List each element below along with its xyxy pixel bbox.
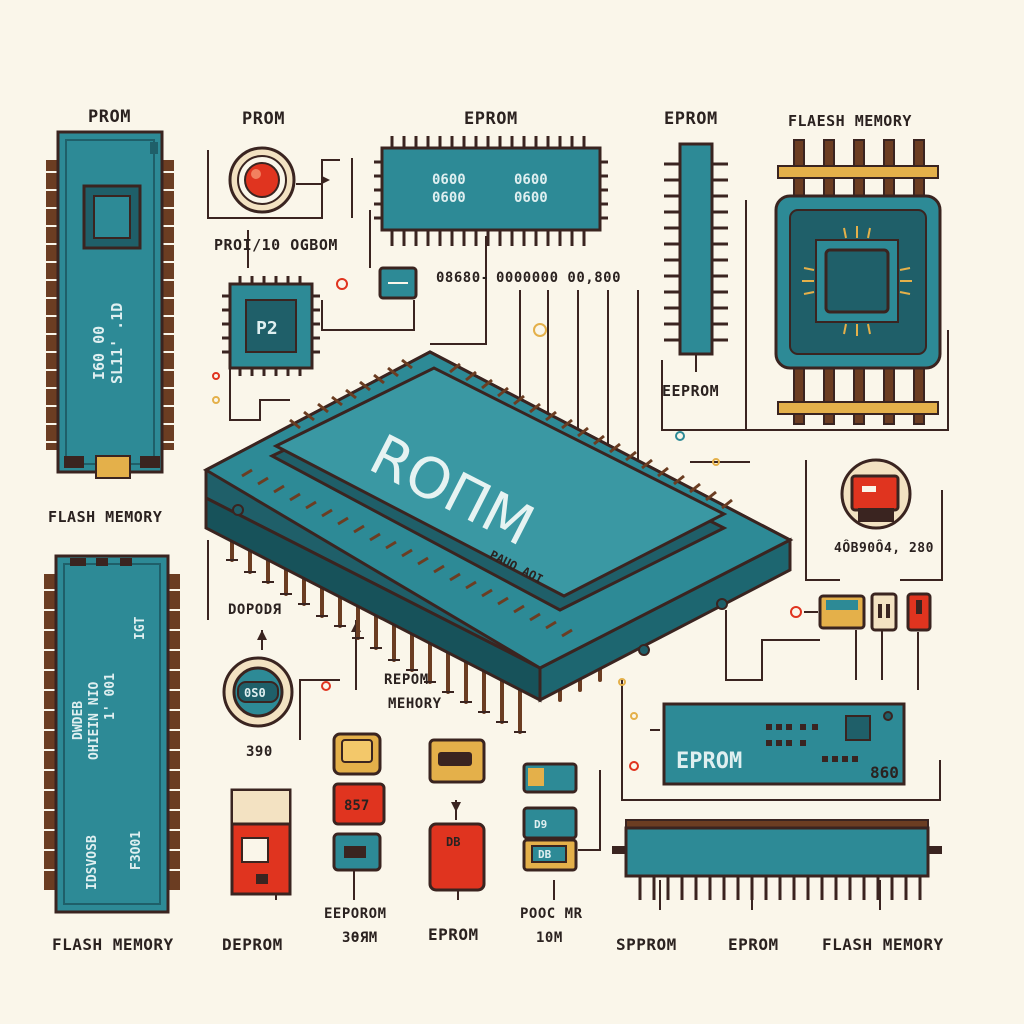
left-bottom-text-4: IDSVOSB [85, 835, 100, 890]
connection-wires [207, 150, 949, 910]
flash-memory-chip-left-top: I60 00 SL11' .1D [46, 130, 174, 479]
left-bottom-text-5: F3O01 [129, 831, 144, 870]
label-flash-left-mid: FLASH MEMORY [48, 508, 162, 526]
eprom-board-label: EPROM [676, 749, 742, 774]
red-small-c: D9 [534, 818, 547, 831]
label-flash-bottom-left: FLASH MEMORY [52, 935, 174, 954]
left-bottom-text-1: DWDEB [71, 701, 86, 740]
label-390: 390 [246, 744, 273, 760]
label-eprom-top: EPROM [464, 109, 518, 129]
round-button-component: 0S0 [222, 656, 294, 728]
eprom-chip-top: 0600 0600 0600 0600 [374, 136, 608, 246]
left-chip-text-2: SL11' .1D [108, 303, 126, 384]
component-stack-2: DB [428, 738, 486, 892]
label-eprom-bottom-right: EPROM [728, 935, 779, 954]
label-eeprom-bottom-2: ЗӨЯM [342, 930, 378, 946]
node-dots [212, 278, 802, 771]
left-bottom-text-3: 1' 001 [103, 673, 118, 720]
eprom-board: EPROM 860 [662, 702, 906, 786]
red-small-b: DB [446, 835, 460, 849]
left-chip-text-1: I60 00 [90, 326, 108, 380]
red-small-a: 857 [344, 798, 369, 814]
label-pooc-2: 10M [536, 930, 563, 946]
label-spprom: SPPROM [616, 935, 677, 954]
label-eeprom-bottom-1: EEPOROM [324, 906, 387, 922]
deprom-component [230, 788, 292, 896]
left-bottom-text-2: OHIEIN NIO [87, 682, 102, 760]
top-chip-code-1a: 0600 [432, 172, 466, 188]
label-pooc-1: POOC MR [520, 906, 583, 922]
flash-memory-chip-left-bottom: DWDEB OHIEIN NIO 1' 001 IDSVOSB F3O01 IG… [44, 554, 180, 914]
label-prom-prog: PROI/10 OGBOM [214, 236, 338, 254]
top-chip-code-1b: 0600 [514, 172, 548, 188]
label-flash-bottom-right: FLASH MEMORY [822, 935, 944, 954]
small-square-chip: P2 [222, 276, 320, 376]
label-repom-1: REPOM [384, 672, 429, 688]
label-top-num-left: 08680- [436, 270, 490, 286]
eprom-chip-vertical [664, 142, 728, 372]
prom-round-component [228, 146, 296, 214]
top-chip-code-2a: 0600 [432, 190, 466, 206]
label-eprom-top-right: EPROM [664, 109, 718, 129]
component-stack-1: 857 [332, 732, 386, 872]
round-button-text: 0S0 [244, 686, 266, 700]
label-prom-1: PROM [88, 107, 131, 127]
component-stack-3: D9 DB [522, 762, 578, 872]
small-components-right [818, 592, 932, 632]
label-deprom: DEPROM [222, 935, 283, 954]
flash-memory-chip-top-right [774, 139, 942, 425]
red-pushbutton-component [840, 458, 912, 530]
label-prom-2: PROM [242, 109, 285, 129]
label-eeprom-right: EEPROM [662, 382, 719, 400]
eprom-board-code: 860 [870, 763, 899, 782]
label-repom-2: MEHORY [388, 696, 442, 712]
labels: PROM PROM EPROM EPROM FLAESH MEMORY PROI… [48, 107, 944, 954]
flash-memory-chip-bottom-right [612, 819, 942, 900]
label-flash-top-right: FLAESH MEMORY [788, 112, 912, 130]
rom-main-chip: ROПM PAUO AOI [202, 350, 794, 734]
label-doped: DOPODЯ [228, 602, 282, 618]
label-top-num-mid: 0000000 00,800 [496, 270, 621, 286]
label-eprom-bottom: EPROM [428, 925, 479, 944]
label-red-chip-num: 4ÔB90Ô4, 280 [834, 540, 934, 556]
connector-block-top [378, 266, 418, 300]
left-bottom-text-6: IGT [133, 616, 148, 640]
small-chip-text: P2 [256, 318, 278, 339]
top-chip-code-2b: 0600 [514, 190, 548, 206]
red-small-d: DB [538, 848, 552, 861]
